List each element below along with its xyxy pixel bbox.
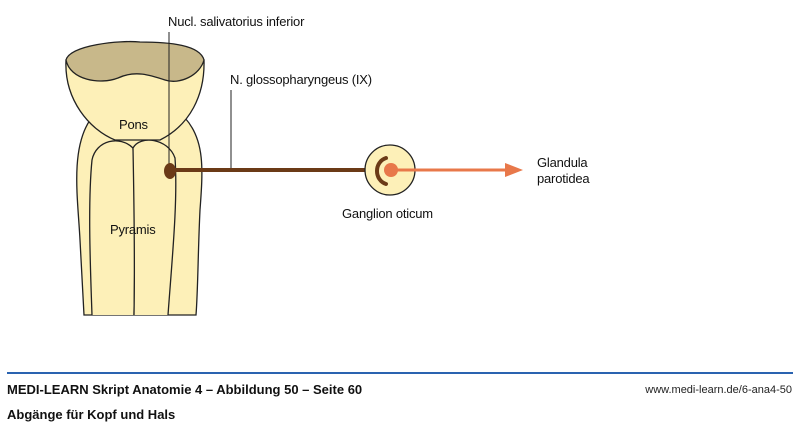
label-target-1: Glandula	[537, 155, 588, 170]
nucleus-salivatorius	[164, 163, 176, 179]
label-target-2: parotidea	[537, 171, 590, 186]
label-nerve: N. glossopharyngeus (IX)	[230, 72, 372, 87]
synapse-terminal	[375, 156, 388, 186]
label-pons: Pons	[119, 117, 148, 132]
pyramid-right	[132, 139, 177, 316]
label-ganglion: Ganglion oticum	[342, 206, 433, 221]
footer-subtitle: Abgänge für Kopf und Hals	[7, 407, 176, 422]
footer-url[interactable]: www.medi-learn.de/6-ana4-50	[645, 384, 792, 396]
arrow-head	[505, 163, 523, 177]
label-pyramis: Pyramis	[110, 222, 156, 237]
brainstem	[65, 40, 205, 316]
label-nucleus: Nucl. salivatorius inferior	[168, 14, 305, 29]
footer-rule	[7, 372, 793, 374]
footer-title: MEDI-LEARN Skript Anatomie 4 – Abbildung…	[7, 382, 363, 397]
